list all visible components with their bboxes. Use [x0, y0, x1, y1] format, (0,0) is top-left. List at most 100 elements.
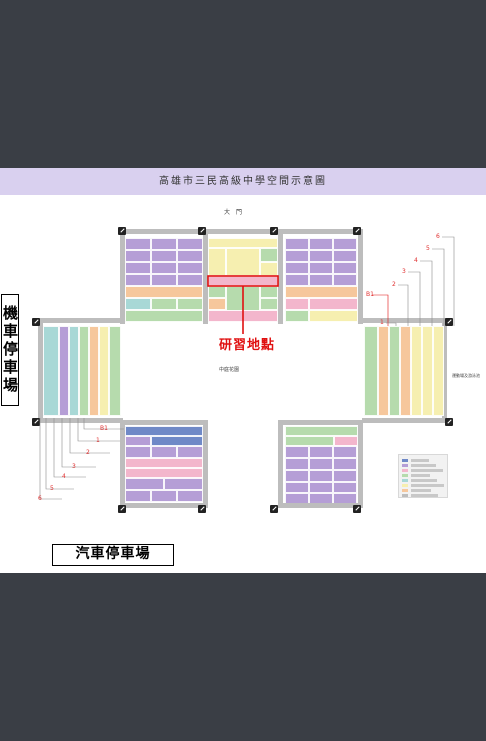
- room-tile: [309, 310, 358, 322]
- corridor: [203, 229, 283, 234]
- corridor: [38, 318, 123, 323]
- plaza-label: 中庭花園: [219, 367, 240, 373]
- room-tile: [151, 238, 177, 250]
- room-tile: [364, 326, 378, 416]
- legend-swatch: [402, 484, 408, 487]
- callout-right-3: 3: [402, 268, 406, 275]
- legend-row: [402, 474, 446, 477]
- pencil-icon: [198, 227, 206, 235]
- room-tile: [260, 262, 278, 276]
- room-tile: [226, 248, 260, 276]
- callout-left-4: 4: [62, 473, 66, 480]
- room-tile: [125, 286, 203, 298]
- room-tile: [400, 326, 411, 416]
- room-tile: [177, 446, 203, 458]
- callout-right-6: 6: [436, 233, 440, 240]
- legend-row: [402, 464, 446, 467]
- leader-line: [61, 418, 96, 468]
- room-tile: [309, 446, 333, 458]
- room-tile: [285, 286, 358, 298]
- room-tile: [125, 446, 151, 458]
- corridor: [120, 420, 125, 508]
- callout-right-1: 1: [380, 319, 384, 326]
- room-tile: [422, 326, 433, 416]
- room-tile: [260, 248, 278, 262]
- room-tile: [333, 470, 357, 482]
- room-tile: [59, 326, 69, 416]
- pencil-icon: [270, 227, 278, 235]
- color-legend: [398, 454, 448, 498]
- corridor: [38, 418, 123, 423]
- pencil-icon: [353, 505, 361, 513]
- room-tile: [285, 310, 309, 322]
- callout-left-3: 3: [72, 463, 76, 470]
- room-tile: [260, 298, 278, 310]
- room-tile: [334, 436, 358, 446]
- room-tile: [208, 248, 226, 276]
- room-tile: [309, 470, 333, 482]
- legend-swatch: [402, 494, 408, 497]
- north-gate-label: 大 門: [224, 209, 243, 216]
- room-tile: [333, 250, 357, 262]
- corridor: [120, 503, 203, 508]
- room-tile: [333, 238, 357, 250]
- room-tile: [177, 238, 203, 250]
- room-tile: [151, 262, 177, 274]
- room-tile: [285, 470, 309, 482]
- room-tile: [125, 250, 151, 262]
- room-tile: [89, 326, 99, 416]
- corridor-top-left: [120, 234, 125, 324]
- room-tile: [208, 298, 226, 310]
- legend-swatch: [402, 479, 408, 482]
- legend-text-placeholder: [411, 474, 430, 477]
- room-tile: [151, 436, 203, 446]
- room-tile: [285, 250, 309, 262]
- legend-text-placeholder: [411, 489, 431, 492]
- room-tile: [309, 262, 333, 274]
- room-tile: [43, 326, 59, 416]
- corridor: [358, 234, 363, 324]
- pencil-icon: [32, 418, 40, 426]
- room-tile: [109, 326, 121, 416]
- leader-line: [420, 260, 433, 326]
- room-tile: [285, 274, 309, 286]
- room-tile: [411, 326, 422, 416]
- corridor: [278, 420, 283, 508]
- leader-line: [45, 418, 74, 490]
- room-tile: [389, 326, 400, 416]
- room-tile: [333, 458, 357, 470]
- room-tile: [151, 446, 177, 458]
- room-tile: [285, 458, 309, 470]
- leader-line: [442, 236, 455, 326]
- room-tile: [125, 478, 164, 490]
- room-tile: [125, 262, 151, 274]
- pencil-icon: [198, 505, 206, 513]
- room-tile: [125, 458, 203, 468]
- legend-row: [402, 494, 446, 497]
- room-tile: [260, 286, 278, 298]
- callout-left-1: 1: [96, 437, 100, 444]
- callout-right-5: 5: [426, 245, 430, 252]
- room-tile: [208, 286, 226, 298]
- meeting-room-tile: [208, 276, 278, 286]
- document-title: 高雄市三民高級中學空間示意圖: [0, 168, 486, 195]
- venue-marker-label: 研習地點: [219, 338, 276, 353]
- room-tile: [125, 298, 151, 310]
- legend-swatch: [402, 459, 408, 462]
- corridor: [283, 229, 363, 234]
- legend-swatch: [402, 464, 408, 467]
- legend-text-placeholder: [411, 459, 429, 462]
- room-tile: [285, 482, 309, 493]
- room-tile: [285, 262, 309, 274]
- room-tile: [208, 238, 278, 248]
- room-tile: [125, 274, 151, 286]
- room-tile: [177, 490, 203, 502]
- room-tile: [125, 238, 151, 250]
- pencil-icon: [445, 318, 453, 326]
- corridor: [203, 234, 208, 324]
- callout-right-4: 4: [414, 257, 418, 264]
- legend-row: [402, 459, 446, 462]
- room-tile: [151, 298, 177, 310]
- leader-line: [53, 418, 86, 478]
- legend-swatch: [402, 489, 408, 492]
